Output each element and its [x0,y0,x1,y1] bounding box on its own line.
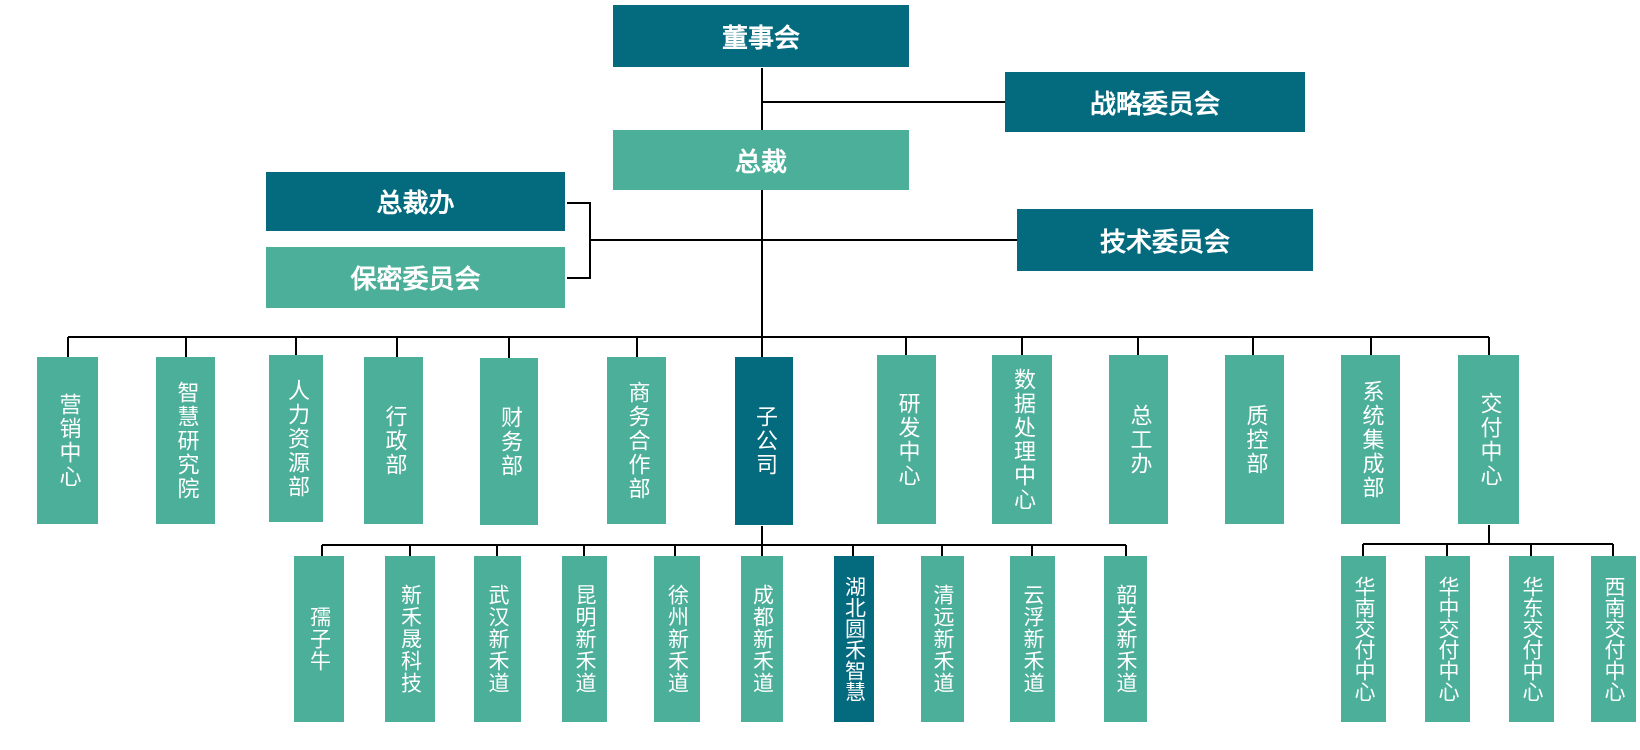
dept-drops [67,337,1490,358]
subsidiary-drops [321,545,1127,556]
subsidiary-box: 韶关新禾道 [1104,556,1147,722]
tech-committee-box: 技术委员会 [1017,209,1313,271]
regional-delivery-box: 西南交付中心 [1591,556,1636,722]
strategy-committee-box: 战略委员会 [1005,72,1305,132]
department-box: 行政部 [364,357,423,524]
president-box: 总裁 [613,130,909,190]
department-box: 营销中心 [37,357,98,524]
subsidiary-box: 湖北圆禾智慧 [834,556,874,722]
delivery-drops [1362,544,1614,556]
department-box: 数据处理中心 [992,355,1052,524]
department-box: 商务合作部 [607,357,666,524]
subsidiary-box: 昆明新禾道 [562,556,607,722]
department-box: 人力资源部 [269,355,323,522]
subsidiary-box: 孺子牛 [294,556,344,722]
board-box: 董事会 [613,5,909,67]
department-box: 质控部 [1225,355,1284,524]
regional-delivery-box: 华中交付中心 [1425,556,1470,722]
subsidiary-box: 成都新禾道 [741,556,783,722]
confidentiality-committee-box: 保密委员会 [266,247,565,308]
department-box: 总工办 [1109,355,1168,524]
subsidiary-box: 武汉新禾道 [474,556,521,722]
subsidiaries-box: 子公司 [735,357,793,525]
department-box: 系统集成部 [1341,355,1400,524]
subsidiary-box: 清远新禾道 [921,556,964,722]
subsidiary-box: 新禾晟科技 [385,556,435,722]
department-box: 智慧研究院 [156,357,215,524]
subsidiary-box: 云浮新禾道 [1010,556,1055,722]
regional-delivery-box: 华东交付中心 [1509,556,1554,722]
department-box: 研发中心 [877,355,936,524]
delivery-center-box: 交付中心 [1458,355,1519,524]
president-office-box: 总裁办 [266,172,565,231]
subsidiary-box: 徐州新禾道 [654,556,700,722]
bracket-left [567,202,591,279]
department-box: 财务部 [480,358,538,525]
regional-delivery-box: 华南交付中心 [1341,556,1386,722]
